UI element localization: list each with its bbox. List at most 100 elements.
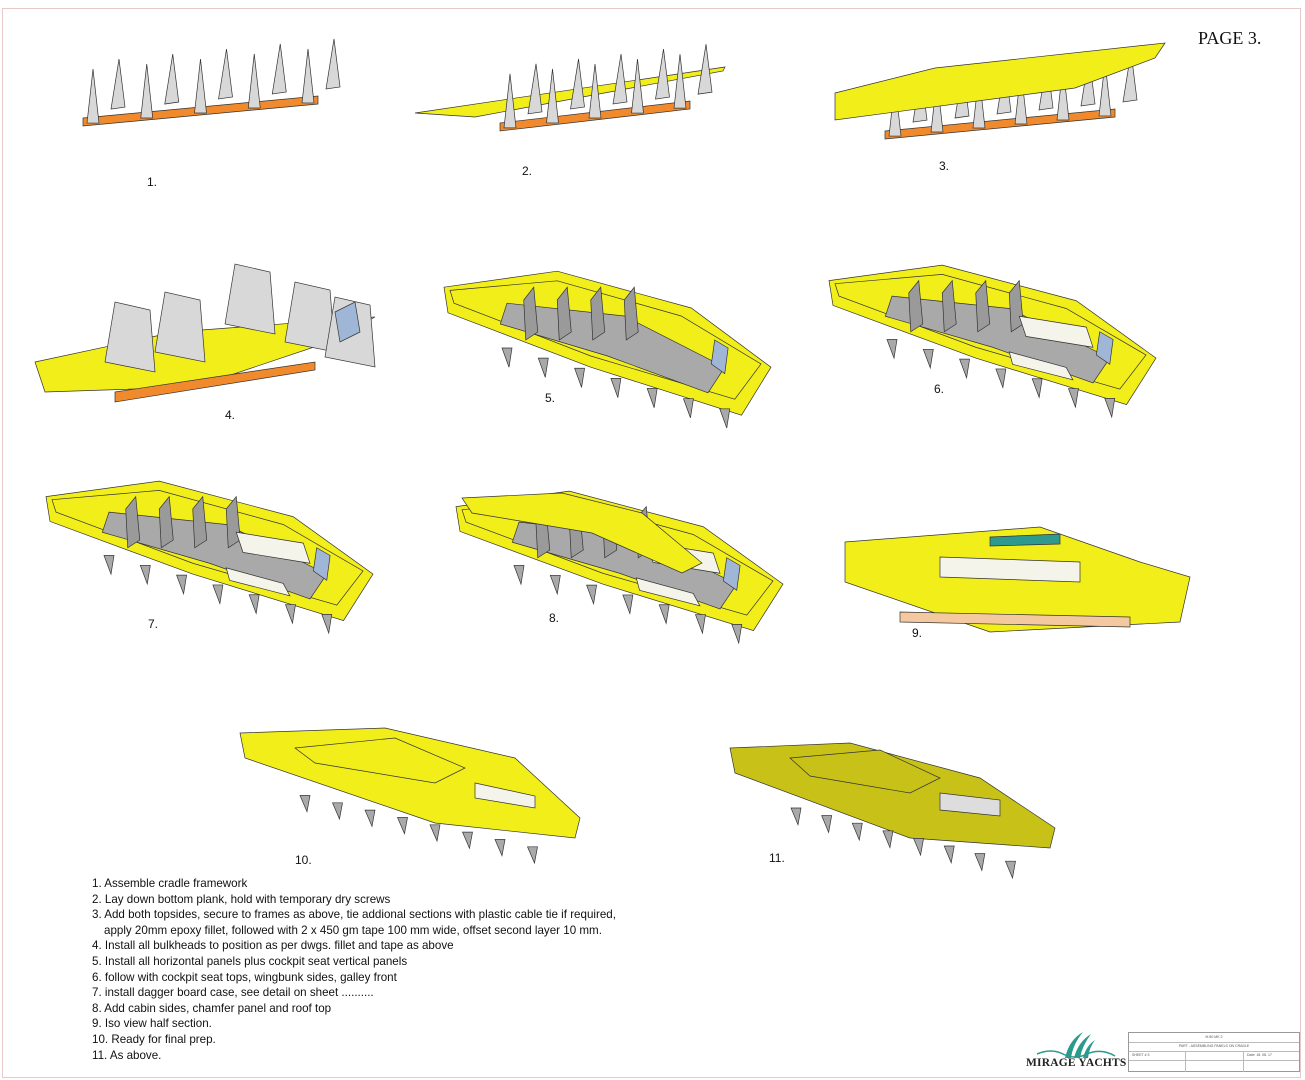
cabin-roof xyxy=(461,492,703,574)
cradle-rail xyxy=(899,611,1131,628)
mirage-yachts-logo-icon xyxy=(1036,1032,1116,1058)
note-line: apply 20mm epoxy fillet, followed with 2… xyxy=(104,923,602,937)
frame-foot xyxy=(974,853,986,872)
cradle-frame xyxy=(527,63,543,115)
bulkhead xyxy=(523,286,539,341)
hatch xyxy=(989,533,1061,547)
frame-foot xyxy=(494,839,506,857)
note-line: 11. As above. xyxy=(92,1048,162,1062)
bulkhead xyxy=(590,286,606,341)
note-line: 3. Add both topsides, secure to frames a… xyxy=(92,908,616,922)
interior-panels xyxy=(101,511,328,600)
frame-foot xyxy=(719,408,731,429)
seat-top xyxy=(1008,351,1074,381)
figure-5-horizontal-panels xyxy=(440,268,775,429)
frame-foot xyxy=(694,614,706,635)
frame-foot xyxy=(586,584,597,606)
bulkhead xyxy=(154,291,206,363)
frame-foot xyxy=(513,565,525,586)
figure-6-seat-tops xyxy=(825,262,1160,419)
bulkhead xyxy=(975,279,991,333)
frame-foot xyxy=(364,809,376,828)
bulkhead xyxy=(192,495,208,549)
frame-foot xyxy=(176,574,187,596)
cradle-frame xyxy=(546,68,559,124)
bulkhead xyxy=(908,279,924,333)
bulkhead xyxy=(284,281,336,353)
cradle-frame xyxy=(1014,69,1028,125)
cradle-frame xyxy=(570,58,585,110)
frame-foot xyxy=(995,368,1007,389)
figure-3-topsides xyxy=(834,38,1170,140)
cabin-top xyxy=(789,749,941,794)
figure-7-dagger-case xyxy=(42,478,377,635)
figure-label: 11. xyxy=(769,851,785,865)
frame-foot xyxy=(943,845,955,865)
cradle-frame xyxy=(612,53,628,105)
frame-foot xyxy=(299,795,311,813)
seat-top xyxy=(635,577,701,607)
frame-foot xyxy=(622,594,634,615)
cabin-top xyxy=(294,737,466,784)
cradle-frame xyxy=(247,53,261,109)
frame-foot xyxy=(1031,378,1043,399)
title-date: Date: 18. 08. 17 xyxy=(1247,1053,1272,1057)
title-sheet: SHEET # 3 xyxy=(1129,1051,1299,1061)
frame-foot xyxy=(212,584,224,605)
frame-foot xyxy=(1004,860,1016,880)
frame-foot xyxy=(913,838,924,857)
frame-foot xyxy=(922,348,934,370)
seat-top xyxy=(225,567,291,597)
figure-label: 10. xyxy=(295,853,312,867)
note-line: 1. Assemble cradle framework xyxy=(92,877,248,890)
cradle-frame xyxy=(1056,65,1070,121)
frame-foot xyxy=(682,398,694,418)
frame-foot xyxy=(103,555,115,576)
figure-label: 2. xyxy=(522,164,533,178)
title-part: PART - ASSEMBLING PANELS ON CRADLE xyxy=(1129,1042,1299,1052)
title-project: M 80 MK 2 xyxy=(1129,1033,1299,1043)
cradle-frame xyxy=(1122,51,1138,103)
cradle-frame xyxy=(325,38,341,90)
cradle-frame xyxy=(1098,61,1112,117)
cradle-frame xyxy=(110,59,126,110)
figure-9-half-section xyxy=(840,522,1195,647)
cradle-frame xyxy=(697,44,713,95)
figure-11-rendered xyxy=(729,738,1060,880)
cradle-frame xyxy=(503,73,517,129)
bulkhead xyxy=(158,495,174,549)
bulkhead xyxy=(104,301,156,373)
figure-10-final-prep xyxy=(235,727,585,865)
note-line: 6. follow with cockpit seat tops, wingbu… xyxy=(92,970,397,984)
note-line: 4. Install all bulkheads to position as … xyxy=(92,939,454,953)
figure-label: 6. xyxy=(934,382,945,396)
frame-foot xyxy=(658,604,670,625)
cradle-frame xyxy=(164,53,180,105)
page-number: PAGE 3. xyxy=(1198,28,1262,48)
seat-top xyxy=(235,531,311,564)
frame-foot xyxy=(1104,398,1116,419)
frame-foot xyxy=(610,378,622,398)
frame-foot xyxy=(731,624,743,645)
frame-foot xyxy=(821,815,833,834)
figure-label: 7. xyxy=(148,617,159,631)
cradle-frame xyxy=(194,58,207,114)
figure-label: 9. xyxy=(912,626,923,640)
note-line: 10. Ready for final prep. xyxy=(92,1032,216,1046)
cradle-frame xyxy=(140,63,154,119)
note-line: 9. Iso view half section. xyxy=(92,1017,212,1031)
frame-foot xyxy=(646,388,658,408)
frame-foot xyxy=(248,594,260,615)
figure-2-bottom-plank xyxy=(414,44,730,135)
frame-foot xyxy=(501,347,513,368)
frame-foot xyxy=(1067,388,1079,409)
note-line: 8. Add cabin sides, chamfer panel and ro… xyxy=(92,1001,332,1015)
bulkhead xyxy=(623,286,639,341)
figure-label: 1. xyxy=(147,175,158,189)
figure-1-cradle xyxy=(80,38,341,135)
frame-foot xyxy=(139,564,151,586)
note-line: 5. Install all horizontal panels plus co… xyxy=(92,954,408,968)
frame-foot xyxy=(429,824,441,843)
frame-foot xyxy=(959,358,970,380)
bulkhead xyxy=(224,263,276,335)
